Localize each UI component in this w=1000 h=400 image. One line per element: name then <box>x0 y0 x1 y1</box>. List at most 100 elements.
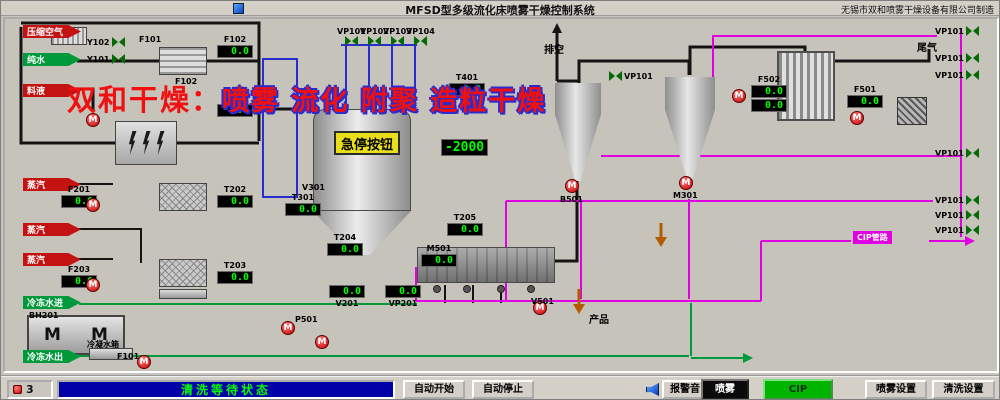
equipment-label-8: V501 <box>531 297 554 306</box>
equipment-label-11: F101 <box>117 352 140 361</box>
pump-motor-2[interactable]: M <box>86 198 100 212</box>
valve-icon <box>413 36 427 46</box>
display-tag: T205 <box>453 213 477 222</box>
pump-motor-3[interactable]: M <box>86 278 100 292</box>
valve-VP101-11[interactable]: VP101 <box>935 148 979 158</box>
page-title: MFSD型多级流化床喷雾干燥控制系统 <box>405 4 595 17</box>
display-value: 0.0 <box>217 195 253 208</box>
display-value: 0.0 <box>217 271 253 284</box>
pump-motor-5[interactable]: M <box>679 176 693 190</box>
valve-Y102-1[interactable]: Y102 <box>87 37 125 47</box>
source-arrow-5: 蒸汽 <box>23 223 81 236</box>
source-arrow-4: 蒸汽 <box>23 178 81 191</box>
cip-button[interactable]: CIP <box>763 379 833 399</box>
spray-settings-button[interactable]: 喷雾设置 <box>865 380 927 399</box>
heat-exchanger-2 <box>159 259 207 287</box>
pump-motor-8[interactable]: M <box>281 321 295 335</box>
valve-Y101-2[interactable]: Y101 <box>87 54 125 64</box>
display-value: 0.0 <box>751 85 787 98</box>
equipment-label-3: 排空 <box>544 45 564 56</box>
display-tag: T401 <box>455 73 479 82</box>
display-tag: F502 <box>757 75 781 84</box>
valve-tag: Y102 <box>87 37 110 47</box>
source-arrow-1: 压缩空气 <box>23 25 81 38</box>
heat-exchanger-1 <box>159 183 207 211</box>
display-value: 0.0 <box>285 203 321 216</box>
display-tag: V201 <box>335 299 359 308</box>
spray-button[interactable]: 喷雾 <box>701 379 749 399</box>
valve-VP101-14[interactable]: VP101 <box>935 225 979 235</box>
auto-start-button[interactable]: 自动开始 <box>403 380 465 399</box>
pump-motor-1[interactable]: M <box>86 113 100 127</box>
status-bar: 清洗等待状态 <box>57 380 395 399</box>
status-text: 清洗等待状态 <box>180 383 271 397</box>
display-tag: F102 <box>223 35 247 44</box>
valve-icon <box>609 71 622 81</box>
equipment-label-7: M301 <box>673 191 698 200</box>
exhaust-filter <box>897 97 927 125</box>
lightning-icon <box>128 131 137 155</box>
valve-icon <box>111 54 125 64</box>
valve-tag: VP101 <box>935 53 964 63</box>
equipment-label-5: V301 <box>302 183 325 192</box>
display-tag: F203 <box>67 265 91 274</box>
valve-VP101-13[interactable]: VP101 <box>935 210 979 220</box>
valve-VP101-7[interactable]: VP101 <box>609 71 653 81</box>
valve-VP101-8[interactable]: VP101 <box>935 26 979 36</box>
valve-tag: VP101 <box>337 27 366 36</box>
speaker-icon <box>646 383 659 396</box>
valve-icon <box>965 210 979 220</box>
display-tag: VP201 <box>388 299 418 308</box>
display-tag: F501 <box>853 85 877 94</box>
valve-VP102-4[interactable]: VP102 <box>360 27 389 46</box>
clean-settings-button[interactable]: 清洗设置 <box>932 380 995 399</box>
valve-VP103-5[interactable]: VP103 <box>383 27 412 46</box>
alarm-indicator-icon <box>13 385 22 394</box>
display-tag: T202 <box>223 185 247 194</box>
display-value: 0.0 <box>847 95 883 108</box>
valve-VP104-6[interactable]: VP104 <box>406 27 435 46</box>
manufacturer-label: 无锡市双和喷雾干燥设备有限公司制造 <box>840 6 994 16</box>
valve-VP101-3[interactable]: VP101 <box>337 27 366 46</box>
pump-motor-9[interactable]: M <box>315 335 329 349</box>
agitator-symbol: M <box>91 325 108 345</box>
valve-tag: Y101 <box>87 54 110 64</box>
valve-icon <box>367 36 381 46</box>
valve-icon <box>344 36 358 46</box>
lightning-icon <box>142 131 151 155</box>
display-value-15: 0.0 <box>751 99 787 112</box>
display-value: -2000 <box>441 139 489 156</box>
bottom-bar: 3 清洗等待状态 自动开始 自动停止 报警音 喷雾 CIP 喷雾设置 清洗设置 <box>1 375 999 399</box>
pump-motor-7[interactable]: M <box>850 111 864 125</box>
display-value: 0.0 <box>751 99 787 112</box>
emergency-stop-button[interactable]: 急停按钮 <box>334 131 400 155</box>
lightning-icon <box>156 131 165 155</box>
valve-icon <box>965 26 979 36</box>
display-value: 0.0 <box>385 285 421 298</box>
valve-icon <box>965 53 979 63</box>
valve-VP101-12[interactable]: VP101 <box>935 195 979 205</box>
valve-icon <box>965 70 979 80</box>
equipment-label-14: CIP管路 <box>853 231 892 244</box>
alarm-counter: 3 <box>7 380 53 399</box>
pump-motor-6[interactable]: M <box>732 89 746 103</box>
display-value: 0.0 <box>217 104 253 117</box>
valve-VP101-10[interactable]: VP101 <box>935 70 979 80</box>
equipment-label-9: 产品 <box>589 315 609 326</box>
agitator-symbol: M <box>44 325 61 345</box>
display-value-10: -2000 <box>441 139 489 156</box>
auto-stop-button[interactable]: 自动停止 <box>472 380 534 399</box>
pump-motor-4[interactable]: M <box>565 179 579 193</box>
valve-VP101-9[interactable]: VP101 <box>935 53 979 63</box>
window-icon <box>233 3 244 14</box>
